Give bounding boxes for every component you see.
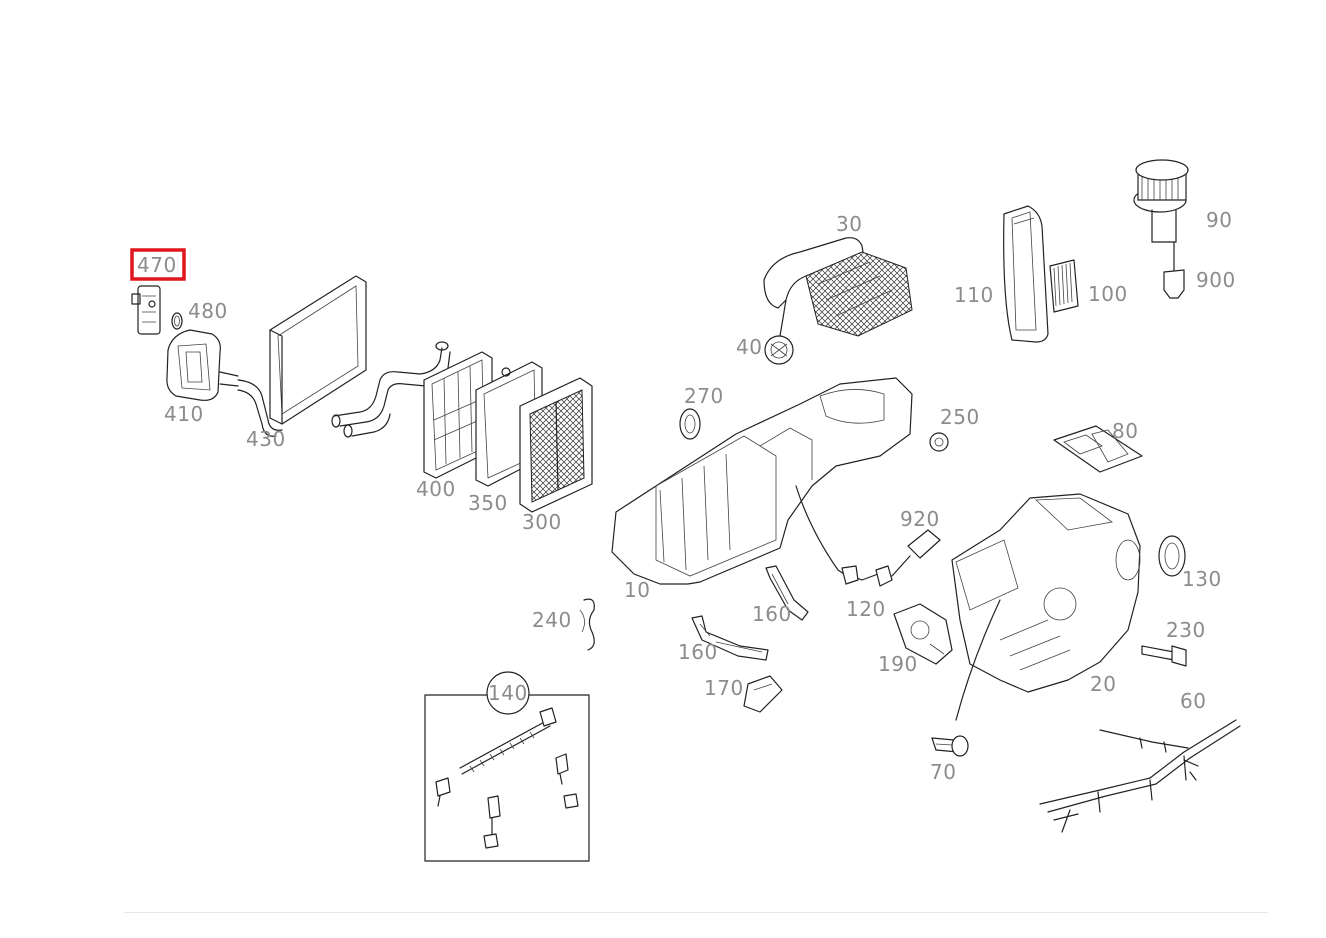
part-160-drain-hose-upper[interactable]: 160 [752,565,809,626]
part-label-20[interactable]: 20 [1090,672,1116,696]
part-10-main-housing[interactable]: 10 [611,377,913,602]
part-30-upper-housing[interactable]: 30 [763,212,913,337]
part-100-regulator[interactable]: 100 [1049,259,1128,313]
part-140-callout-circle [486,671,530,715]
part-170-outlet[interactable]: 170 [704,675,783,713]
part-label-80[interactable]: 80 [1112,419,1138,443]
part-label-70[interactable]: 70 [930,760,956,784]
part-470-highlight-box [130,248,186,281]
part-60-harness[interactable]: 60 [1039,689,1241,833]
part-label-480[interactable]: 480 [188,299,228,323]
part-label-60[interactable]: 60 [1180,689,1206,713]
part-label-250[interactable]: 250 [940,405,980,429]
part-410-housing[interactable]: 410 [164,329,239,426]
part-label-140[interactable]: 140 [488,681,528,705]
part-label-90[interactable]: 90 [1206,208,1232,232]
part-label-110[interactable]: 110 [954,283,994,307]
part-300-cabin-filter[interactable]: 300 [519,377,593,534]
part-130-flange[interactable]: 130 [1158,535,1222,591]
part-label-100[interactable]: 100 [1088,282,1128,306]
part-label-190[interactable]: 190 [878,652,918,676]
part-480-o-ring[interactable]: 480 [171,299,228,330]
part-label-400[interactable]: 400 [416,477,456,501]
part-430-evaporator[interactable]: 430 [237,275,367,451]
part-90-blower-motor[interactable]: 90 [1133,159,1232,243]
part-label-300[interactable]: 300 [522,510,562,534]
part-470-expansion-valve[interactable]: 470 [130,248,186,335]
part-label-160-upper[interactable]: 160 [752,602,792,626]
part-label-900[interactable]: 900 [1196,268,1236,292]
part-120-sensor[interactable]: 120 [841,555,911,621]
part-40-actuator[interactable]: 40 [736,299,794,365]
part-label-120[interactable]: 120 [846,597,886,621]
part-400-heater-core[interactable]: 400 [416,351,493,501]
part-label-10[interactable]: 10 [624,578,650,602]
part-140-wiring-kit[interactable]: 140 [424,671,590,862]
part-label-430[interactable]: 430 [246,427,286,451]
part-label-350[interactable]: 350 [468,491,508,515]
footer-divider [124,912,1268,913]
part-label-130[interactable]: 130 [1182,567,1222,591]
part-label-40[interactable]: 40 [736,335,762,359]
part-270-seal[interactable]: 270 [679,384,724,440]
part-110-duct[interactable]: 110 [954,205,1049,343]
part-80-gasket[interactable]: 80 [1053,419,1143,473]
part-label-170[interactable]: 170 [704,676,744,700]
part-160-drain-hose-lower[interactable]: 160 [678,615,769,664]
part-900-connector[interactable]: 900 [1163,241,1236,299]
part-label-160-lower[interactable]: 160 [678,640,718,664]
part-190-servo-motor[interactable]: 190 [878,603,953,676]
part-920-connector[interactable]: 920 [900,507,941,559]
part-20-lower-housing[interactable]: 20 [951,493,1141,721]
part-70-screw[interactable]: 70 [930,735,969,784]
part-label-270[interactable]: 270 [684,384,724,408]
part-label-240[interactable]: 240 [532,608,572,632]
part-250-grommet[interactable]: 250 [929,405,980,452]
part-label-920[interactable]: 920 [900,507,940,531]
part-label-470[interactable]: 470 [137,253,177,277]
part-label-30[interactable]: 30 [836,212,862,236]
part-230-bolt[interactable]: 230 [1141,618,1206,667]
part-label-230[interactable]: 230 [1166,618,1206,642]
part-240-clip[interactable]: 240 [532,598,595,651]
part-label-410[interactable]: 410 [164,402,204,426]
part-140-box [424,694,590,862]
